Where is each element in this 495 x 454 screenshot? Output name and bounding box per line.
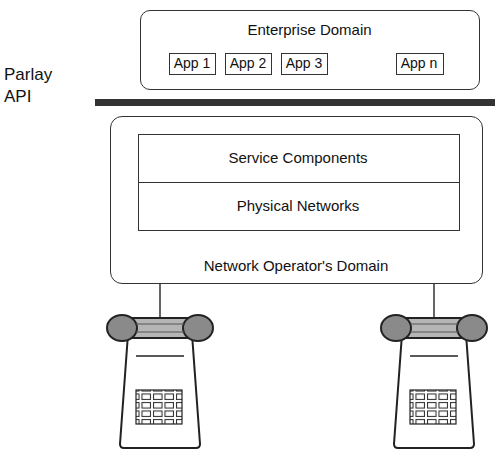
box-label: App n <box>401 55 438 71</box>
domain-box: Network Operator's Domain Service Compone… <box>110 116 483 284</box>
box-label: Enterprise Domain <box>247 21 371 38</box>
telephone <box>381 315 487 448</box>
layer-band: Service Components <box>138 134 460 183</box>
api-label: Parlay API <box>4 64 64 108</box>
domain-box: Enterprise DomainApp 1 App 2 App 3 App n <box>140 10 480 90</box>
telephone <box>107 315 213 448</box>
box-label: Network Operator's Domain <box>204 257 389 274</box>
app-box: App n <box>396 53 444 75</box>
app-box: App 1 <box>169 53 216 75</box>
box-label: App 1 <box>174 55 211 71</box>
box-label: Physical Networks <box>237 197 360 214</box>
box-label: App 3 <box>286 55 323 71</box>
box-label: App 2 <box>230 55 267 71</box>
app-box: App 3 <box>281 53 328 75</box>
layer-band: Physical Networks <box>138 182 460 231</box>
app-box: App 2 <box>225 53 272 75</box>
box-label: Service Components <box>228 149 367 166</box>
api-bar <box>95 99 495 106</box>
